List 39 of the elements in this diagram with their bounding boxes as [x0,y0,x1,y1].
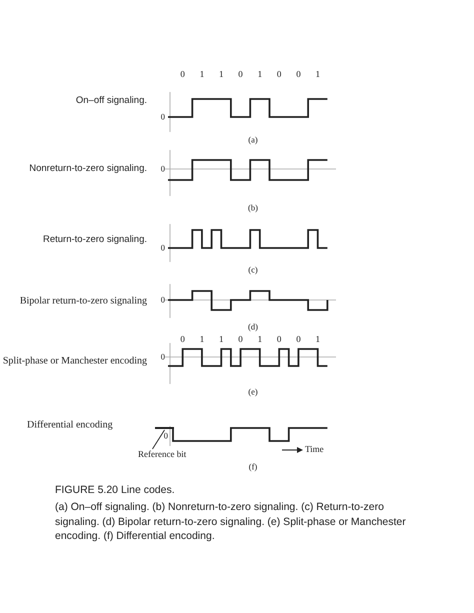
axis-label: 0 [160,112,165,122]
panel-label: (d) [248,322,258,332]
axis-label: 0 [160,295,165,305]
row-title: Differential encoding [27,420,113,430]
leader-line [152,430,165,450]
bit-value: 0 [296,70,301,80]
row-title: Return-to-zero signaling. [42,234,147,246]
axis-label: Time [305,445,324,455]
bit-value: 1 [258,335,262,345]
axis-label: 0 [164,431,168,441]
row-title: Bipolar return-to-zero signaling [20,296,147,306]
panel-label: (a) [248,135,258,145]
axis-label: 0 [160,164,165,174]
panel-label: (e) [248,387,258,397]
caption-text: (a) On–off signaling. (b) Nonreturn-to-zero signaling. (c) Return-to-zero signaling. (d) Bipolar return-to-zero signaling. (e) Split-phase or Manchester encoding. (f) Differential encoding. [55,500,407,544]
panel-label: (b) [248,203,258,213]
bit-value: 0 [276,70,282,80]
bit-value: 1 [316,70,320,80]
bit-value: 1 [200,70,204,80]
panel-label: (c) [248,265,258,275]
row-title: Split-phase or Manchester encoding [2,356,147,366]
bit-value: 0 [180,335,185,345]
panel-label: (f) [248,462,258,472]
bit-value: 0 [238,335,243,345]
row-title: Nonreturn-to-zero signaling. [29,164,147,174]
bit-value: 1 [258,70,262,80]
bit-value: 1 [219,70,224,80]
bit-value: 1 [200,335,204,345]
bit-value: 0 [180,70,185,80]
bit-value: 1 [316,335,320,345]
bit-value: 0 [296,335,301,345]
axis-label: 0 [160,243,165,253]
figure-caption: FIGURE 5.20 Line codes. [55,484,175,496]
axis-label: 0 [160,352,165,362]
callout-label: Reference bit [138,450,186,460]
bit-value: 1 [219,335,224,345]
bit-value: 0 [238,70,243,80]
row-title: On–off signaling. [76,96,147,106]
bit-value: 0 [276,335,282,345]
